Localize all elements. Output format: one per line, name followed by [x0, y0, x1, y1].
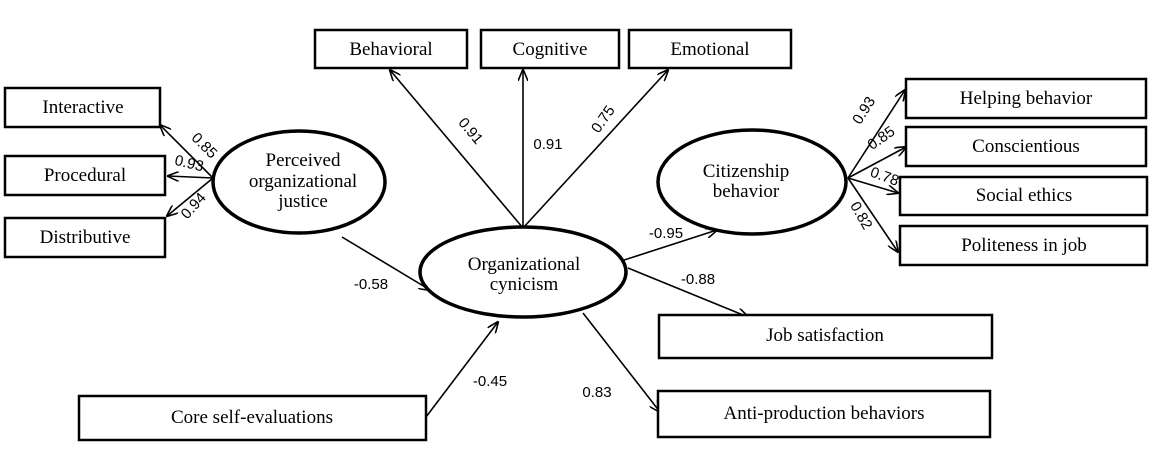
- conscientious-label: Conscientious: [972, 136, 1080, 157]
- coef-citizenship-helping: 0.93: [849, 94, 879, 128]
- cognitive-label: Cognitive: [513, 39, 588, 60]
- justice-ellipse: [211, 129, 387, 235]
- coef-core-self-cynicism: -0.45: [473, 373, 507, 390]
- helping-label: Helping behavior: [960, 88, 1093, 109]
- edge-citizenship-conscientious: [847, 147, 906, 179]
- edge-cynicism-anti-production: [582, 312, 660, 412]
- edge-core-self-cynicism: [425, 322, 498, 418]
- job-satisfaction-box: [657, 313, 994, 360]
- interactive-label: Interactive: [42, 97, 123, 118]
- procedural-box: [3, 154, 167, 197]
- core-self-box: [77, 394, 428, 442]
- coef-cynicism-anti-production: 0.83: [582, 384, 611, 401]
- politeness-label: Politeness in job: [961, 235, 1087, 256]
- behavioral-label: Behavioral: [349, 39, 432, 60]
- distributive-label: Distributive: [40, 227, 131, 248]
- job-satisfaction-label: Job satisfaction: [766, 325, 884, 346]
- behavioral-box: [313, 28, 469, 70]
- emotional-box: [627, 28, 793, 70]
- cynicism-ellipse: [418, 225, 628, 319]
- edge-justice-distributive: [167, 177, 214, 216]
- coef-justice-cynicism: -0.58: [354, 276, 388, 293]
- citizenship-label-line1: Citizenship: [703, 161, 790, 182]
- conscientious-box: [904, 125, 1148, 168]
- anti-production-label: Anti-production behaviors: [723, 403, 924, 424]
- citizenship-label-line2: behavior: [713, 181, 780, 202]
- helping-box: [904, 77, 1148, 120]
- edge-cynicism-job-satisfaction: [627, 267, 748, 317]
- edge-justice-procedural: [168, 176, 214, 178]
- edge-justice-cynicism: [341, 236, 430, 290]
- indicator-boxes: Interactive Procedural Distributive Beha…: [3, 28, 1149, 442]
- cynicism-label-line2: cynicism: [490, 274, 559, 295]
- coef-cynicism-cognitive: 0.91: [533, 136, 562, 153]
- justice-label-line3: justice: [277, 191, 328, 212]
- citizenship-ellipse: [656, 128, 848, 236]
- edge-citizenship-helping: [847, 90, 905, 179]
- distributive-box: [3, 216, 167, 259]
- edge-citizenship-social-ethics: [847, 177, 898, 193]
- anti-production-box: [656, 389, 992, 439]
- edge-justice-interactive: [160, 125, 214, 179]
- edge-cynicism-citizenship: [617, 230, 717, 263]
- coef-citizenship-conscientious: 0.85: [865, 123, 899, 154]
- coef-citizenship-politeness: 0.82: [846, 199, 875, 233]
- coef-cynicism-behavioral: 0.91: [455, 114, 487, 147]
- politeness-box: [898, 224, 1149, 267]
- latent-constructs: Perceived organizational justice Organiz…: [211, 128, 848, 319]
- social-ethics-label: Social ethics: [976, 185, 1073, 206]
- coef-justice-distributive: 0.94: [178, 189, 210, 222]
- edge-cynicism-emotional: [522, 70, 668, 229]
- core-self-label: Core self-evaluations: [171, 407, 333, 428]
- emotional-label: Emotional: [670, 39, 749, 60]
- coef-cynicism-citizenship: -0.95: [649, 225, 683, 242]
- coef-justice-procedural: 0.93: [173, 152, 205, 176]
- interactive-box: [3, 86, 162, 129]
- coef-cynicism-job-satisfaction: -0.88: [681, 271, 715, 288]
- justice-label-line2: organizational: [249, 171, 357, 192]
- cynicism-label-line1: Organizational: [468, 254, 581, 275]
- procedural-label: Procedural: [44, 165, 126, 186]
- edge-citizenship-politeness: [847, 177, 898, 252]
- cognitive-box: [479, 28, 621, 70]
- social-ethics-box: [898, 175, 1149, 217]
- edge-cynicism-behavioral: [390, 70, 524, 229]
- edges: [160, 70, 906, 418]
- justice-label-line1: Perceived: [266, 150, 341, 171]
- coef-cynicism-emotional: 0.75: [588, 103, 619, 137]
